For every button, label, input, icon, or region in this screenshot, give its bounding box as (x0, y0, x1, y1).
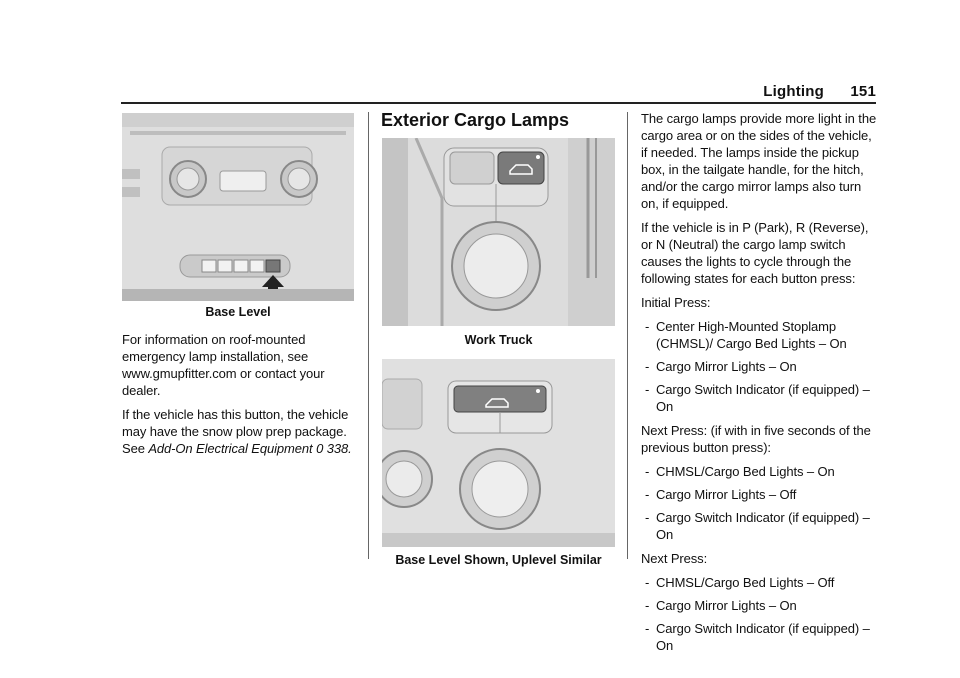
right-text: The cargo lamps provide more light in th… (641, 110, 881, 661)
figure-caption-work-truck: Work Truck (464, 333, 533, 347)
paragraph: The cargo lamps provide more light in th… (641, 111, 877, 211)
list-item: Cargo Switch Indicator (if equipped) – O… (641, 381, 881, 415)
list-item: Cargo Mirror Lights – On (641, 597, 881, 614)
work-truck-photo (382, 138, 615, 326)
paragraph-text: If the vehicle has this button, the vehi… (122, 407, 349, 456)
list-item: Cargo Mirror Lights – On (641, 358, 881, 375)
column-divider-1 (368, 112, 369, 559)
list-label: Initial Press: (641, 295, 711, 310)
paragraph: If the vehicle is in P (Park), R (Revers… (641, 220, 869, 286)
list-item: Cargo Mirror Lights – Off (641, 486, 881, 503)
base-level-photo (122, 113, 354, 301)
section-heading: Exterior Cargo Lamps (381, 110, 570, 130)
next-press-list-1: CHMSL/Cargo Bed Lights – On Cargo Mirror… (641, 463, 881, 543)
column-divider-2 (627, 112, 628, 559)
section-title: Lighting (763, 83, 824, 100)
list-item: Cargo Switch Indicator (if equipped) – O… (641, 620, 881, 654)
left-text: For information on roof-mounted emergenc… (122, 331, 358, 464)
list-label: Next Press: (if with in five seconds of … (641, 423, 871, 455)
paragraph: For information on roof-mounted emergenc… (122, 332, 325, 398)
cross-reference-link: Add-On Electrical Equipment (148, 441, 313, 456)
page-reference: 0 338. (316, 441, 352, 456)
list-label: Next Press: (641, 551, 708, 566)
page-number: 151 (850, 83, 876, 100)
list-item: Cargo Switch Indicator (if equipped) – O… (641, 509, 881, 543)
next-press-list-2: CHMSL/Cargo Bed Lights – Off Cargo Mirro… (641, 574, 881, 654)
list-item: CHMSL/Cargo Bed Lights – On (641, 463, 881, 480)
figure-caption-base-level-shown: Base Level Shown, Uplevel Similar (395, 553, 602, 567)
list-item: CHMSL/Cargo Bed Lights – Off (641, 574, 881, 591)
header-rule (121, 102, 876, 104)
initial-press-list: Center High-Mounted Stoplamp (CHMSL)/ Ca… (641, 318, 881, 415)
paragraph: If the vehicle has this button, the vehi… (122, 406, 358, 457)
base-level-uplevel-photo (382, 359, 615, 547)
list-item: Center High-Mounted Stoplamp (CHMSL)/ Ca… (641, 318, 881, 352)
figure-caption-base-level: Base Level (205, 305, 271, 319)
page-header: Lighting 151 (763, 83, 876, 100)
